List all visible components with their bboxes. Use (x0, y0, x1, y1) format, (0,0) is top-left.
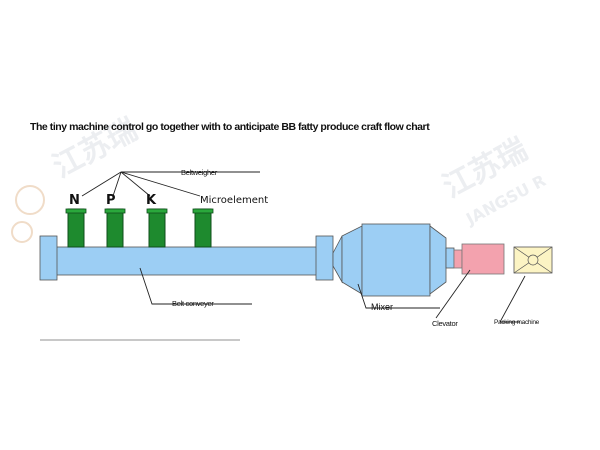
label-microelement: Microelement (200, 195, 269, 206)
belt-conveyor (39, 235, 334, 281)
chart-title: The tiny machine control go together wit… (30, 121, 430, 133)
mixer (332, 223, 455, 297)
hopper-k (146, 208, 168, 248)
beltweigher-lines (81, 171, 260, 197)
packing-machine (513, 246, 553, 274)
leader-lines (139, 267, 526, 323)
label-p: P (106, 193, 116, 208)
hopper-n (65, 208, 87, 248)
hopper-p (104, 208, 126, 248)
label-beltweigher: Beltweigher (181, 168, 217, 177)
label-k: K (146, 193, 157, 208)
label-belt-conveyer: Belt conveyer (172, 299, 214, 308)
label-packing-machine: Packing machine (494, 319, 539, 326)
label-n: N (69, 193, 80, 208)
label-mixer: Mixer (371, 302, 393, 312)
hopper-microelement (192, 208, 214, 248)
label-elevator: Clevator (432, 319, 458, 328)
elevator (453, 243, 505, 275)
